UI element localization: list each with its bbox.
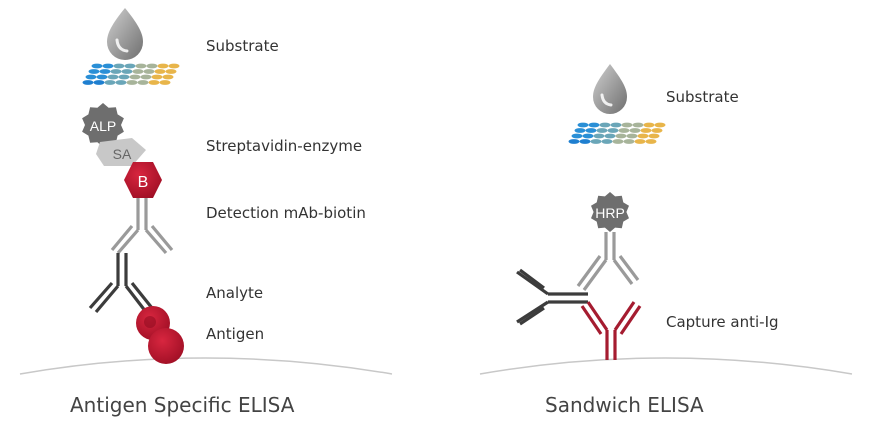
substrate-dot xyxy=(618,128,630,133)
substrate-dot xyxy=(615,133,627,139)
right-substrate-drop-icon xyxy=(593,64,627,114)
substrate-dot xyxy=(588,122,600,128)
substrate-dot xyxy=(115,80,127,85)
substrate-dot xyxy=(132,69,144,74)
substrate-dot xyxy=(129,74,141,80)
substrate-dot xyxy=(626,133,638,139)
alp-badge-label: ALP xyxy=(90,118,116,134)
substrate-dot xyxy=(82,80,94,85)
substrate-dot xyxy=(159,80,171,85)
left-biotin-icon xyxy=(124,162,162,198)
substrate-dot xyxy=(91,63,103,69)
substrate-dot xyxy=(585,128,597,133)
streptavidin-enzyme-label: Streptavidin-enzyme xyxy=(206,137,363,155)
right-detection-antibody-icon xyxy=(576,232,640,291)
right-substrate-label: Substrate xyxy=(666,88,739,106)
substrate-dot xyxy=(604,133,616,139)
left-alp-enzyme-icon xyxy=(82,103,124,147)
substrate-dot xyxy=(165,69,177,74)
substrate-dot xyxy=(577,122,589,128)
substrate-dot xyxy=(104,80,116,85)
substrate-dot xyxy=(648,133,660,139)
substrate-dot xyxy=(643,122,655,128)
right-hrp-enzyme-icon xyxy=(591,192,629,232)
substrate-dot xyxy=(593,133,605,139)
substrate-dot xyxy=(124,63,136,69)
biotin-badge-label: B xyxy=(138,174,149,191)
detection-mab-biotin-label: Detection mAb-biotin xyxy=(206,204,366,222)
substrate-dot xyxy=(88,69,100,74)
substrate-dot xyxy=(146,63,158,69)
sandwich-elisa-caption: Sandwich ELISA xyxy=(545,393,704,417)
substrate-dot xyxy=(143,69,155,74)
left-substrate-drop-icon xyxy=(107,8,143,60)
substrate-dot xyxy=(607,128,619,133)
left-detection-antibody-icon xyxy=(110,198,174,255)
substrate-dot xyxy=(568,139,580,144)
substrate-dot xyxy=(601,139,613,144)
substrate-dot xyxy=(596,128,608,133)
substrate-dot xyxy=(135,63,147,69)
substrate-dot xyxy=(121,69,133,74)
substrate-dot xyxy=(654,122,666,128)
right-analyte-antibody-icon xyxy=(516,268,588,326)
substrate-dot xyxy=(571,133,583,139)
capture-anti-ig-label: Capture anti-Ig xyxy=(666,313,779,331)
substrate-dot xyxy=(113,63,125,69)
substrate-dot xyxy=(612,139,624,144)
analyte-label: Analyte xyxy=(206,284,264,302)
substrate-dot xyxy=(137,80,149,85)
substrate-dot xyxy=(623,139,635,144)
substrate-dot xyxy=(96,74,108,80)
substrate-dot xyxy=(110,69,122,74)
substrate-dot xyxy=(107,74,119,80)
right-capture-antibody-icon xyxy=(580,301,642,360)
antigen-label: Antigen xyxy=(206,325,265,343)
substrate-dot xyxy=(574,128,586,133)
substrate-dot xyxy=(93,80,105,85)
substrate-dot xyxy=(148,80,160,85)
substrate-dot xyxy=(154,69,166,74)
left-analyte-antibody-icon xyxy=(88,253,154,314)
substrate-dot xyxy=(140,74,152,80)
antigen-specific-elisa-caption: Antigen Specific ELISA xyxy=(70,393,295,417)
substrate-dot xyxy=(162,74,174,80)
substrate-dot xyxy=(645,139,657,144)
hrp-badge-label: HRP xyxy=(595,205,625,221)
substrate-dot xyxy=(126,80,138,85)
substrate-dot xyxy=(85,74,97,80)
substrate-dot xyxy=(640,128,652,133)
right-surface-line xyxy=(479,357,853,375)
substrate-dot xyxy=(151,74,163,80)
substrate-dot xyxy=(582,133,594,139)
substrate-dot xyxy=(634,139,646,144)
substrate-dot xyxy=(632,122,644,128)
substrate-dot xyxy=(579,139,591,144)
substrate-dot xyxy=(168,63,180,69)
left-antigen-icon xyxy=(136,306,184,364)
substrate-dot xyxy=(590,139,602,144)
substrate-dot xyxy=(637,133,649,139)
substrate-dot xyxy=(621,122,633,128)
substrate-dot xyxy=(599,122,611,128)
left-substrate-label: Substrate xyxy=(206,37,279,55)
substrate-dot xyxy=(629,128,641,133)
left-surface-line xyxy=(19,357,393,375)
substrate-dot xyxy=(102,63,114,69)
right-substrate-dots-icon xyxy=(568,122,666,144)
substrate-dot xyxy=(157,63,169,69)
left-substrate-dots-icon xyxy=(82,63,180,85)
substrate-dot xyxy=(118,74,130,80)
sa-badge-label: SA xyxy=(113,146,132,162)
substrate-dot xyxy=(651,128,663,133)
substrate-dot xyxy=(99,69,111,74)
substrate-dot xyxy=(610,122,622,128)
left-streptavidin-icon xyxy=(96,138,146,166)
